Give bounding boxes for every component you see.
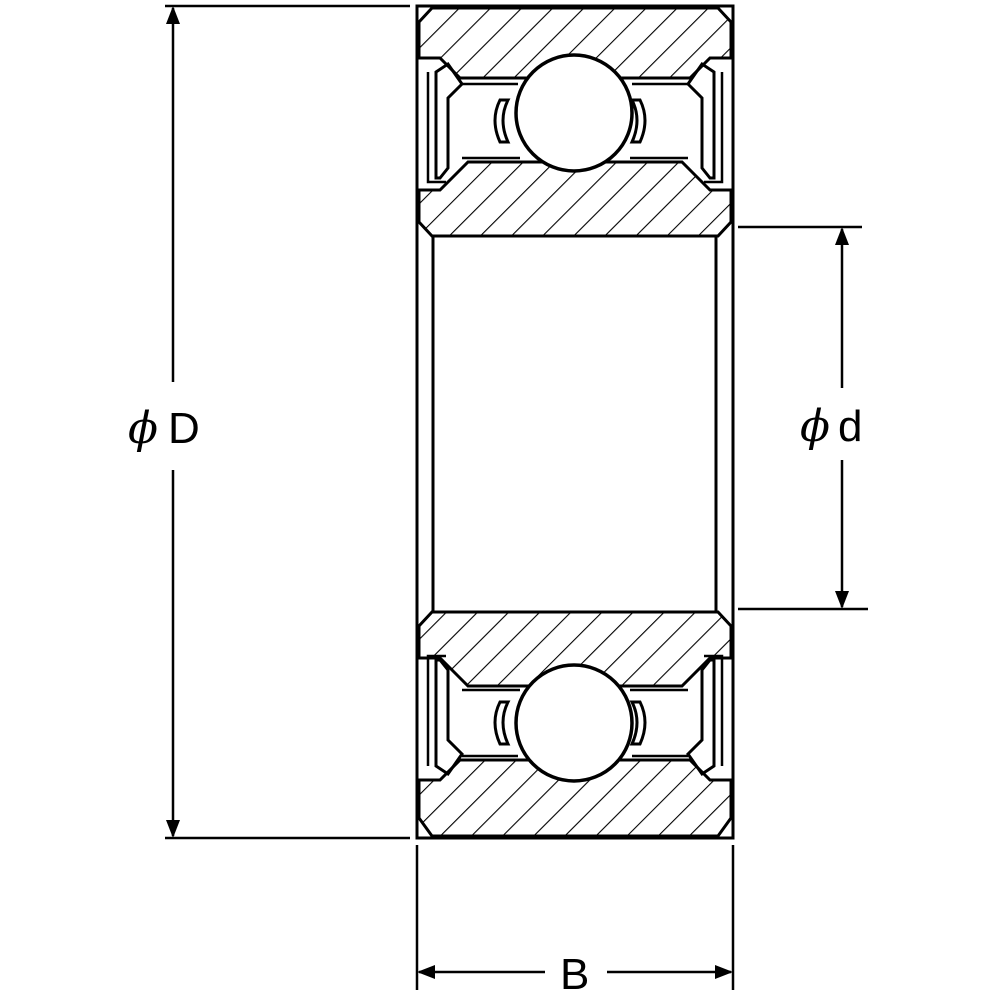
cage-right-bottom <box>629 700 647 746</box>
bore <box>431 236 718 612</box>
dimension-width: B <box>415 845 735 999</box>
inner-ring-bottom <box>417 610 733 688</box>
shield-right-bottom <box>686 658 716 777</box>
arrowhead-left <box>417 965 435 979</box>
outer-diameter-label: D <box>168 404 200 453</box>
shield-left-top <box>434 61 464 180</box>
outer-diameter-symbol: ϕ <box>128 403 158 454</box>
inner-diameter-symbol: ϕ <box>800 401 830 452</box>
shield-left-top-inner <box>426 72 446 184</box>
shield-right-top-inner <box>704 72 724 184</box>
shield-left-bottom <box>434 658 464 777</box>
shield-right-top <box>686 61 716 180</box>
ball-bottom <box>514 663 634 783</box>
dimension-outer-diameter: ϕ D <box>128 4 410 840</box>
arrowhead-right <box>715 965 733 979</box>
outer-ring-top <box>417 6 733 80</box>
ball-top <box>514 53 634 173</box>
bottom-half <box>417 610 733 838</box>
bearing-outline <box>415 4 735 840</box>
inner-diameter-label: d <box>838 402 862 451</box>
arrowhead-bottom <box>166 820 180 838</box>
arrowhead-bore-bottom <box>835 591 849 609</box>
shield-left-bottom-inner <box>426 654 446 766</box>
top-half <box>417 6 733 238</box>
shield-right-bottom-inner <box>704 654 724 766</box>
cage-left-bottom <box>493 700 511 746</box>
cage-left-top <box>493 98 511 144</box>
dimension-inner-diameter: ϕ d <box>738 225 868 611</box>
arrowhead-top <box>166 6 180 24</box>
cage-right-top <box>629 98 647 144</box>
inner-ring-top <box>417 160 733 238</box>
arrowhead-bore-top <box>835 227 849 245</box>
width-label: B <box>560 950 589 999</box>
